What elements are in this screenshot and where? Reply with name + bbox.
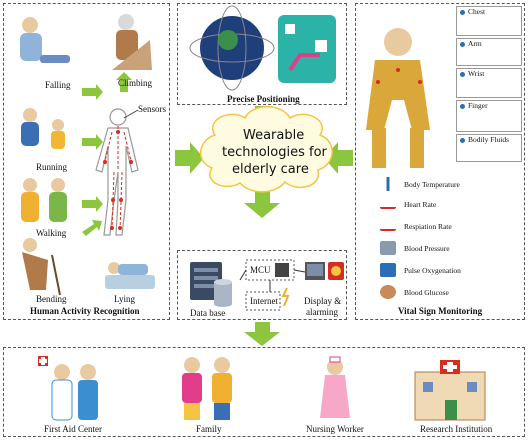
vital-sensor-dot (396, 68, 400, 72)
arrow-walking (82, 196, 103, 212)
bullet-icon (460, 137, 465, 143)
label-display-line1: Display & (304, 296, 342, 306)
bullet-icon (460, 9, 465, 15)
wear-bodily-fluids: Bodily Fluids (456, 134, 522, 162)
vital-item: Blood Pressure (380, 240, 450, 256)
center-title-line3: elderly care (232, 162, 309, 177)
sensor-dot (129, 160, 133, 164)
person-falling (20, 17, 70, 63)
thermometer-icon (380, 177, 396, 191)
glucose-icon (380, 285, 396, 299)
vital-sensor-dot (376, 80, 380, 84)
center-title-line1: Wearable (243, 128, 305, 143)
person-running (21, 108, 65, 149)
circuit-board (278, 15, 336, 83)
vital-item: Body Temperature (380, 176, 460, 192)
arrow-climbing (116, 72, 132, 92)
body-silhouette (95, 108, 139, 236)
display-icon (305, 262, 325, 280)
vital-panel-title: Vital Sign Monitoring (398, 306, 483, 316)
blood-pressure-icon (380, 241, 396, 255)
person-climbing (112, 14, 152, 70)
label-research-institution: Research Institution (420, 424, 493, 434)
sensor-dot (116, 130, 120, 134)
recipients-panel (3, 347, 525, 437)
arrow-running (82, 134, 103, 150)
family-figures (182, 357, 232, 420)
wear-arm: Arm (456, 38, 522, 66)
elderly-man-figure (366, 28, 430, 168)
alarm-icon (328, 262, 344, 280)
label-first-aid-center: First Aid Center (44, 424, 102, 434)
label-climbing: Climbing (118, 78, 153, 88)
bullet-icon (460, 71, 465, 77)
hospital-cross-icon (38, 356, 48, 366)
label-bending: Bending (36, 294, 67, 304)
arrow-center-down (244, 188, 280, 218)
lightning-icon (281, 287, 290, 307)
internet-box (245, 291, 281, 311)
person-walking (21, 178, 67, 222)
wear-chest: Chest (456, 6, 522, 36)
vital-item: Heart Rate (380, 196, 436, 212)
activity-panel-title: Human Activity Recognition (30, 306, 140, 316)
label-sensors: Sensors (138, 104, 167, 114)
sensor-pointer (123, 109, 139, 119)
sensor-dot (103, 160, 107, 164)
sensor-dot (111, 198, 115, 202)
research-building (414, 360, 486, 421)
vital-item: Pulse Oxygenation (380, 262, 461, 278)
arrow-system-down (244, 322, 280, 346)
label-display-line2: alarming (306, 307, 338, 317)
sensor-dot (118, 226, 122, 230)
label-internet: Internet (250, 296, 278, 306)
label-running: Running (36, 162, 68, 172)
center-cloud (200, 106, 333, 193)
wear-wrist: Wrist (456, 68, 522, 98)
first-aid-staff (51, 364, 98, 421)
arrow-falling (82, 84, 103, 100)
positioning-panel (177, 3, 347, 105)
globe-satellites (189, 5, 275, 91)
person-lying (105, 262, 155, 289)
vital-item: Blood Glucose (380, 284, 449, 300)
heart-rate-icon (380, 199, 396, 209)
arrow-bending (82, 220, 102, 236)
label-mcu: MCU (250, 265, 271, 275)
vital-sensor-dot (418, 80, 422, 84)
center-title-line2: technologies for (222, 145, 327, 160)
database-cylinder (214, 279, 232, 307)
sensor-dot (110, 226, 114, 230)
pulse-oximeter-icon (380, 263, 396, 277)
label-family: Family (196, 424, 222, 434)
system-panel (177, 250, 347, 320)
nurse-figure (320, 356, 350, 418)
bullet-icon (460, 103, 465, 109)
label-lying: Lying (114, 294, 136, 304)
mcu-chip-icon (275, 263, 289, 277)
positioning-panel-title: Precise Positioning (227, 94, 300, 104)
label-walking: Walking (36, 228, 67, 238)
arrow-left-to-center (175, 142, 204, 174)
label-nursing-worker: Nursing Worker (306, 424, 364, 434)
label-database: Data base (190, 308, 226, 318)
label-falling: Falling (45, 80, 71, 90)
wear-finger: Finger (456, 100, 522, 132)
vital-item: Respiation Rate (380, 218, 452, 234)
vital-panel (355, 3, 525, 320)
activity-panel (3, 3, 170, 320)
person-bending (22, 238, 61, 296)
sensor-dot (119, 198, 123, 202)
respiration-icon (380, 221, 396, 231)
bullet-icon (460, 41, 465, 47)
